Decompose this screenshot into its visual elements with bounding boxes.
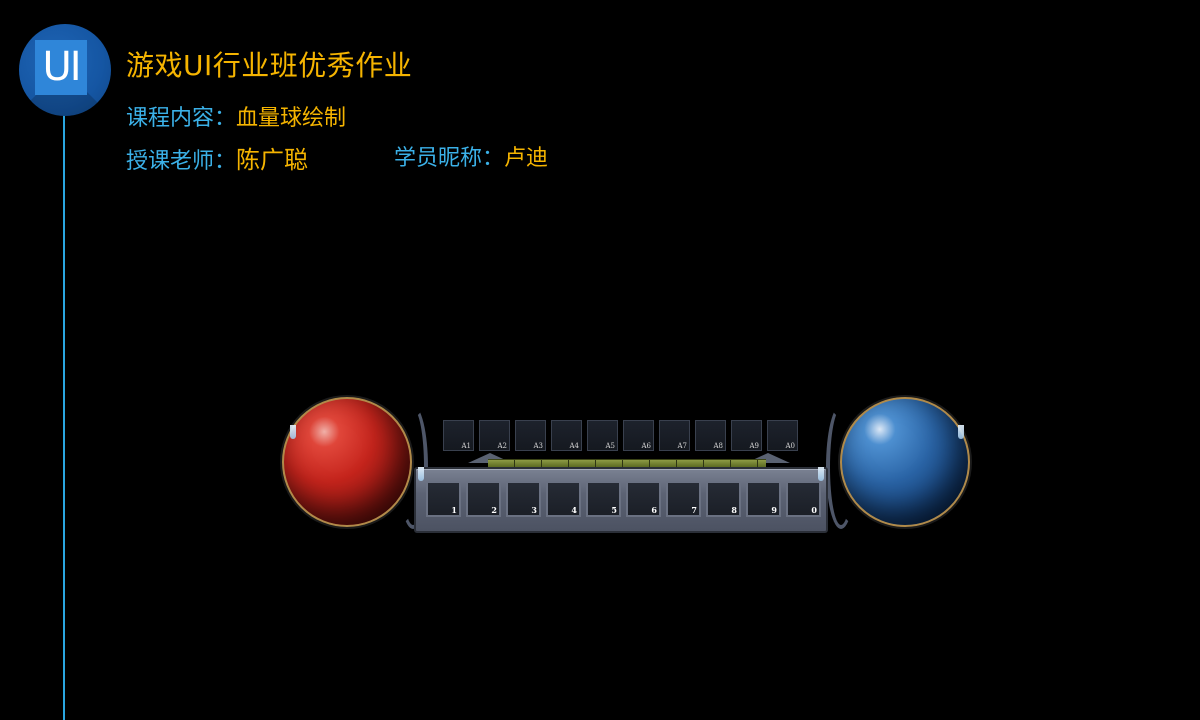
teacher-value: 陈广聪 bbox=[236, 146, 309, 174]
xp-bar-cap-left bbox=[468, 453, 512, 463]
skill-slot-a6[interactable]: A6 bbox=[623, 420, 654, 451]
teacher-label: 授课老师： bbox=[126, 149, 237, 174]
xp-bar-cap-right bbox=[746, 453, 790, 463]
course-label: 课程内容： bbox=[126, 106, 237, 131]
skill-slot-0[interactable]: 0 bbox=[786, 481, 821, 517]
ui-logo-icon: UI bbox=[35, 40, 87, 95]
student-value: 卢迪 bbox=[504, 146, 549, 171]
skill-slot-8[interactable]: 8 bbox=[706, 481, 741, 517]
skill-slot-a8[interactable]: A8 bbox=[695, 420, 726, 451]
skill-slot-a1[interactable]: A1 bbox=[443, 420, 474, 451]
student-info: 学员昵称：卢迪 bbox=[394, 140, 548, 172]
main-action-bar: 1 2 3 4 5 6 7 8 9 0 bbox=[414, 467, 828, 533]
ice-icicle-decoration bbox=[418, 467, 424, 481]
skill-slot-3[interactable]: 3 bbox=[506, 481, 541, 517]
skill-slot-6[interactable]: 6 bbox=[626, 481, 661, 517]
student-label: 学员昵称： bbox=[394, 146, 505, 171]
skill-slot-5[interactable]: 5 bbox=[586, 481, 621, 517]
skill-slot-a3[interactable]: A3 bbox=[515, 420, 546, 451]
skill-slot-7[interactable]: 7 bbox=[666, 481, 701, 517]
top-skill-slots: A1 A2 A3 A4 A5 A6 A7 A8 A9 A0 bbox=[443, 420, 798, 451]
skill-slot-2[interactable]: 2 bbox=[466, 481, 501, 517]
skill-slot-9[interactable]: 9 bbox=[746, 481, 781, 517]
skill-slot-a9[interactable]: A9 bbox=[731, 420, 762, 451]
timeline-line bbox=[63, 110, 65, 720]
skill-slot-4[interactable]: 4 bbox=[546, 481, 581, 517]
ice-icicle-decoration bbox=[290, 425, 296, 439]
course-info: 课程内容：血量球绘制 bbox=[126, 100, 346, 132]
health-orb bbox=[282, 397, 412, 527]
skill-slot-a2[interactable]: A2 bbox=[479, 420, 510, 451]
course-value: 血量球绘制 bbox=[236, 106, 347, 131]
bottom-skill-slots: 1 2 3 4 5 6 7 8 9 0 bbox=[426, 481, 821, 517]
skill-slot-1[interactable]: 1 bbox=[426, 481, 461, 517]
skill-slot-a4[interactable]: A4 bbox=[551, 420, 582, 451]
game-hud-action-bar: A1 A2 A3 A4 A5 A6 A7 A8 A9 A0 1 2 3 4 5 … bbox=[278, 395, 978, 540]
ice-icicle-decoration bbox=[818, 467, 824, 481]
ice-icicle-decoration bbox=[958, 425, 964, 439]
teacher-info: 授课老师：陈广聪 bbox=[126, 140, 308, 175]
frame-arm-right bbox=[826, 405, 856, 529]
mana-orb bbox=[840, 397, 970, 527]
skill-slot-a0[interactable]: A0 bbox=[767, 420, 798, 451]
skill-slot-a7[interactable]: A7 bbox=[659, 420, 690, 451]
skill-slot-a5[interactable]: A5 bbox=[587, 420, 618, 451]
ui-logo-badge: UI bbox=[19, 24, 111, 116]
page-title: 游戏UI行业班优秀作业 bbox=[126, 49, 413, 82]
